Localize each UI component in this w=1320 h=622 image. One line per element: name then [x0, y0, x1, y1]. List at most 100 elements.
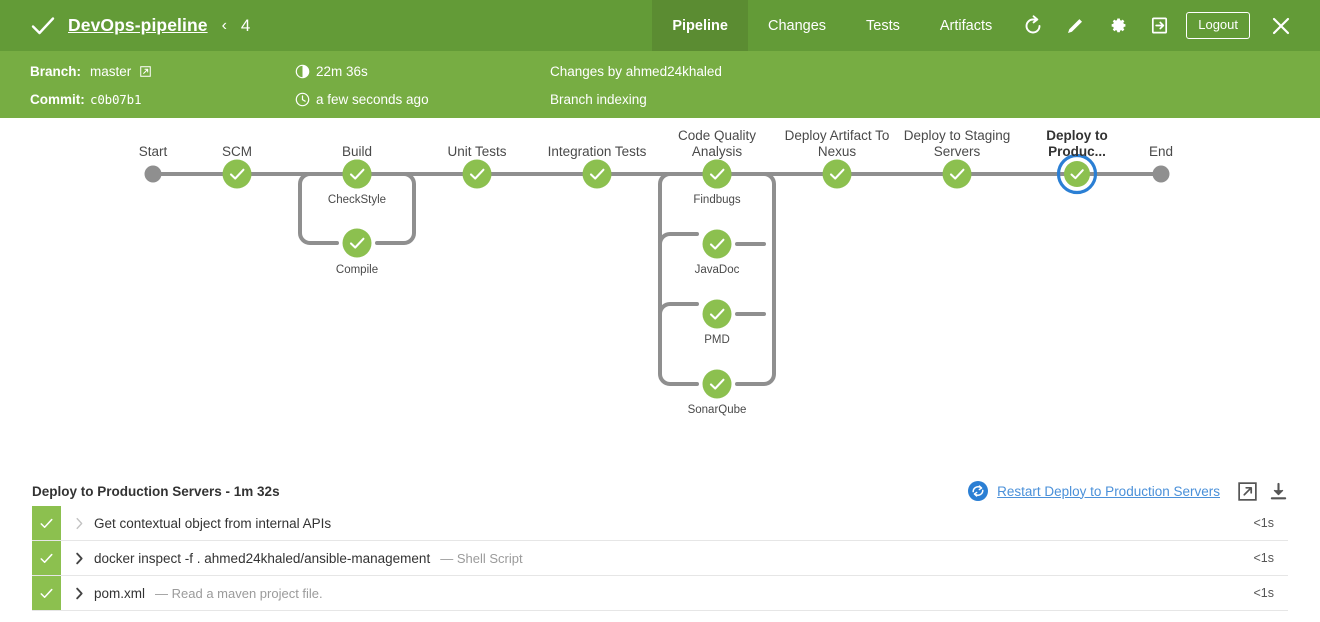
stage-node-unit-tests[interactable] [462, 159, 492, 189]
pipeline-name-link[interactable]: DevOps-pipeline [68, 15, 208, 35]
step-description: — Read a maven project file. [155, 585, 323, 601]
replay-icon [1025, 14, 1041, 33]
log-action-icons [1238, 481, 1288, 501]
stage-label-unit-tests[interactable]: Unit Tests [447, 144, 507, 159]
step-row[interactable]: docker inspect -f . ahmed24khaled/ansibl… [32, 541, 1288, 576]
commit-row: Commit: c0b07b1 [30, 89, 295, 110]
meta-column-timing: 22m 36s a few seconds ago [295, 61, 550, 110]
restart-circle-icon[interactable] [967, 480, 989, 502]
edit-button[interactable] [1054, 0, 1096, 51]
main-nav-tabs: Pipeline Changes Tests Artifacts [652, 0, 1012, 51]
duration-value: 22m 36s [316, 64, 368, 79]
sub-label-javadoc[interactable]: JavaDoc [694, 264, 740, 276]
step-log-title: Deploy to Production Servers - 1m 32s [32, 483, 280, 499]
clock-icon [295, 92, 310, 107]
replay-button[interactable] [1012, 0, 1054, 51]
cause-row: Branch indexing [550, 89, 1320, 110]
stage-label-start: Start [138, 144, 168, 159]
step-row[interactable]: pom.xml — Read a maven project file. <1s [32, 576, 1288, 611]
step-text: pom.xml [94, 585, 146, 601]
stage-label-scm[interactable]: SCM [222, 144, 252, 159]
external-link-icon[interactable] [140, 66, 152, 77]
step-row[interactable]: Get contextual object from internal APIs… [32, 506, 1288, 541]
cause-value: Branch indexing [550, 92, 647, 107]
tab-tests[interactable]: Tests [866, 17, 900, 34]
sub-label-sonarqube[interactable]: SonarQube [687, 404, 747, 416]
stage-label-build[interactable]: Build [341, 144, 373, 159]
sub-node-compile[interactable] [342, 228, 372, 258]
check-icon [40, 518, 53, 528]
sub-node-findbugs[interactable] [702, 159, 732, 189]
step-list: Get contextual object from internal APIs… [32, 506, 1288, 611]
pipeline-title-group: DevOps-pipeline ‹ 4 [0, 13, 652, 39]
stage-label-integration-tests[interactable]: Integration Tests [547, 144, 647, 159]
header-action-icons: Logout [1012, 0, 1320, 51]
download-icon[interactable] [1269, 482, 1288, 501]
tab-artifacts[interactable]: Artifacts [939, 17, 993, 34]
restart-stage-group[interactable]: Restart Deploy to Production Servers [967, 480, 1220, 502]
tab-pipeline[interactable]: Pipeline [652, 0, 748, 51]
branch-label: Branch: [30, 64, 82, 79]
commit-value: c0b07b1 [90, 92, 142, 107]
top-header-bar: DevOps-pipeline ‹ 4 Pipeline Changes Tes… [0, 0, 1320, 51]
chevron-right-icon[interactable] [75, 587, 84, 600]
sub-label-compile[interactable]: Compile [335, 264, 379, 276]
sub-label-findbugs[interactable]: Findbugs [693, 194, 741, 206]
run-meta-bar: Branch: master Commit: c0b07b1 22m 36s [0, 51, 1320, 118]
changes-by-row: Changes by ahmed24khaled [550, 61, 1320, 82]
restart-stage-link[interactable]: Restart Deploy to Production Servers [997, 483, 1220, 499]
sub-label-pmd[interactable]: PMD [704, 334, 730, 346]
step-description: — Shell Script [440, 550, 523, 566]
logout-arrow-button[interactable] [1138, 0, 1180, 51]
step-body[interactable]: pom.xml — Read a maven project file. [61, 576, 1253, 610]
step-duration: <1s [1253, 551, 1274, 565]
step-log-section: Deploy to Production Servers - 1m 32s Re… [0, 470, 1320, 611]
stage-label-deploy-artifact-to-nexus[interactable]: Deploy Artifact To Nexus [784, 128, 890, 159]
stage-label-end: End [1148, 144, 1174, 159]
graph-connectors [151, 172, 1163, 386]
pipeline-graph-svg [144, 153, 1170, 399]
duration-icon [295, 64, 310, 79]
check-icon [31, 16, 55, 34]
sub-node-pmd[interactable] [702, 299, 732, 329]
check-icon [40, 553, 53, 563]
start-node-dot [144, 165, 162, 183]
stage-node-deploy-artifact-to-nexus[interactable] [822, 159, 852, 189]
stage-node-integration-tests[interactable] [582, 159, 612, 189]
step-status-success [32, 576, 61, 610]
meta-column-cause: Changes by ahmed24khaled Branch indexing [550, 61, 1320, 110]
run-separator: ‹ [221, 16, 227, 34]
step-body[interactable]: docker inspect -f . ahmed24khaled/ansibl… [61, 541, 1253, 575]
step-status-success [32, 506, 61, 540]
duration-row: 22m 36s [295, 61, 550, 82]
stage-node-deploy-to-production-servers[interactable] [1056, 153, 1098, 195]
step-body[interactable]: Get contextual object from internal APIs [61, 506, 1253, 540]
close-icon [1272, 17, 1290, 34]
close-button[interactable] [1260, 0, 1302, 51]
end-node-dot [1152, 165, 1170, 183]
chevron-right-icon[interactable] [75, 552, 84, 565]
stage-node-scm[interactable] [222, 159, 252, 189]
stage-label-code-quality-analysis[interactable]: Code Quality Analysis [677, 128, 757, 159]
tab-changes[interactable]: Changes [767, 17, 827, 34]
stage-label-deploy-to-production-servers[interactable]: Deploy to Produc... [1046, 128, 1108, 159]
pipeline-graph: Start SCM Build Unit Tests Integration T… [0, 118, 1320, 470]
sub-node-checkstyle[interactable] [342, 159, 372, 189]
step-duration: <1s [1253, 516, 1274, 530]
changes-by-value: Changes by ahmed24khaled [550, 64, 722, 79]
timestamp-row: a few seconds ago [295, 89, 550, 110]
sub-node-javadoc[interactable] [702, 229, 732, 259]
settings-button[interactable] [1096, 0, 1138, 51]
edit-pencil-icon [1068, 18, 1083, 33]
step-status-success [32, 541, 61, 575]
chevron-right-icon[interactable] [75, 517, 84, 530]
logout-button[interactable]: Logout [1186, 12, 1250, 39]
sub-node-sonarqube[interactable] [702, 369, 732, 399]
run-number: 4 [240, 15, 251, 35]
stage-node-deploy-to-staging-servers[interactable] [942, 159, 972, 189]
parallel-nodes [342, 159, 732, 399]
open-external-icon[interactable] [1238, 481, 1257, 501]
stage-label-deploy-to-staging-servers[interactable]: Deploy to Staging Servers [903, 128, 1011, 159]
logout-arrow-icon [1151, 17, 1167, 34]
sub-label-checkstyle[interactable]: CheckStyle [327, 194, 387, 206]
